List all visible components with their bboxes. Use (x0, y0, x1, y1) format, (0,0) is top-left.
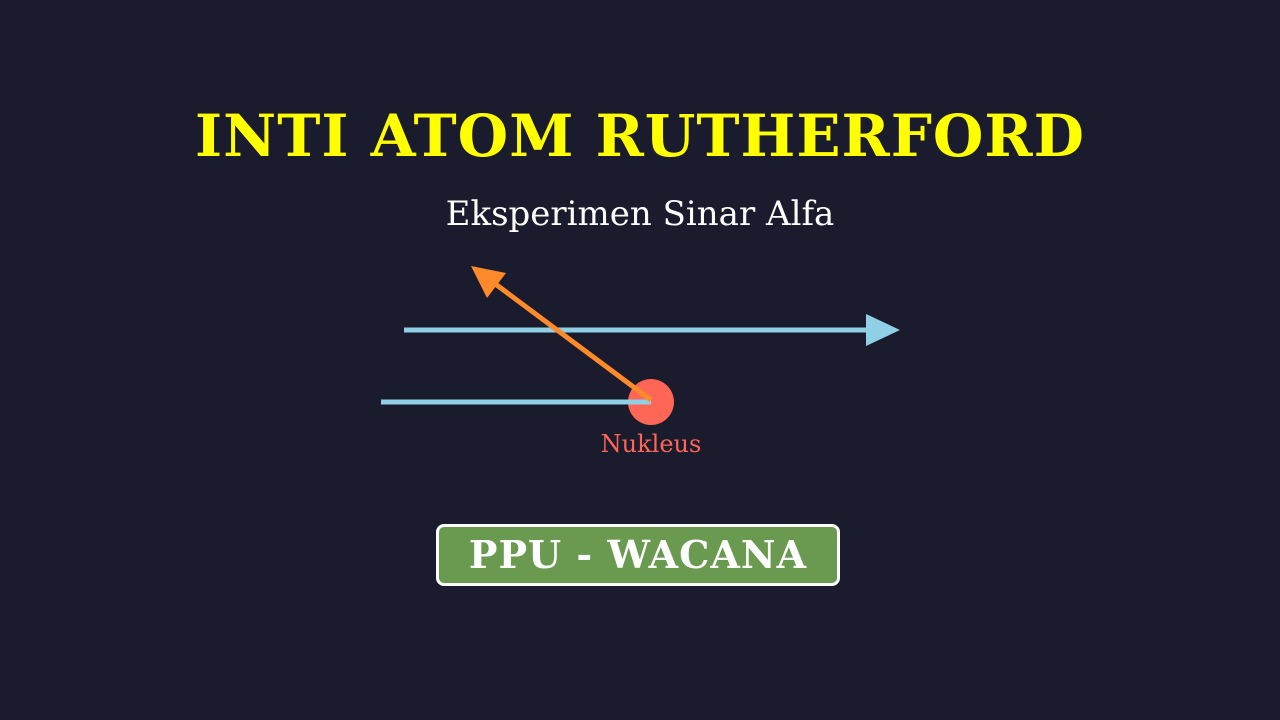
alpha-ray-deflected-arrowhead (471, 266, 506, 298)
page-title: INTI ATOM RUTHERFORD (195, 102, 1085, 170)
alpha-ray-straight-arrowhead (866, 314, 900, 346)
alpha-ray-deflected (492, 280, 653, 403)
ppu-wacana-badge: PPU - WACANA (436, 524, 840, 586)
page-subtitle: Eksperimen Sinar Alfa (445, 194, 835, 234)
nucleus-label: Nukleus (600, 430, 702, 458)
